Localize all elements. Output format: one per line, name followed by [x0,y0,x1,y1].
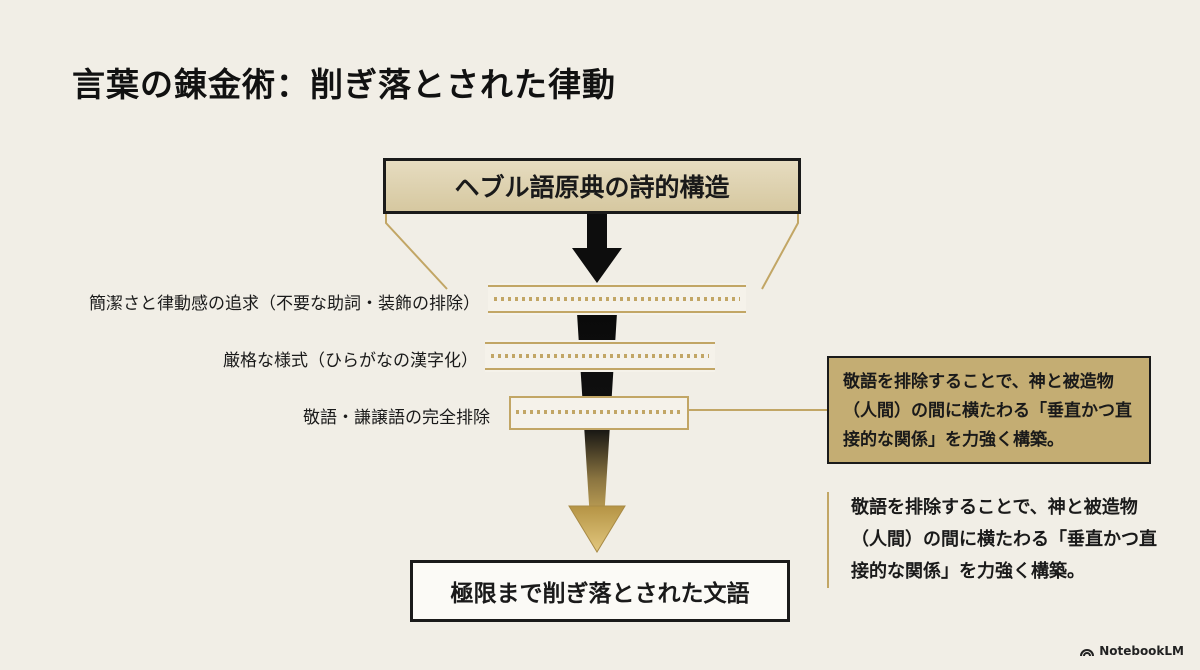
top-arrow-icon [572,214,622,283]
brand-label: NotebookLM [1099,644,1184,658]
layer-band-1 [488,283,746,315]
layer-label-1: 簡潔さと律動感の追求（不要な助詞・装飾の排除） [89,294,480,314]
tapering-arrow-head [568,505,626,553]
page-title: 言葉の錬金術：削ぎ落とされた律動 [72,65,616,104]
notebooklm-logo-icon [1080,649,1095,657]
bottom-box: 極限まで削ぎ落とされた文語 [410,560,790,622]
layer-label-3: 敬語・謙譲語の完全排除 [303,408,490,428]
brand-mark: NotebookLM [1079,644,1184,658]
funnel-left-edge [385,214,448,290]
side-note: 敬語を排除することで、神と被造物（人間）の間に横たわる「垂直かつ直接的な関係」を… [827,492,1157,588]
callout-box: 敬語を排除することで、神と被造物（人間）の間に横たわる「垂直かつ直接的な関係」を… [827,356,1151,464]
top-box: ヘブル語原典の詩的構造 [383,158,801,214]
layer-band-2 [485,340,715,372]
layer-label-2: 厳格な様式（ひらがなの漢字化） [223,351,478,371]
layer-band-3 [509,396,689,430]
funnel-right-edge [761,214,799,290]
